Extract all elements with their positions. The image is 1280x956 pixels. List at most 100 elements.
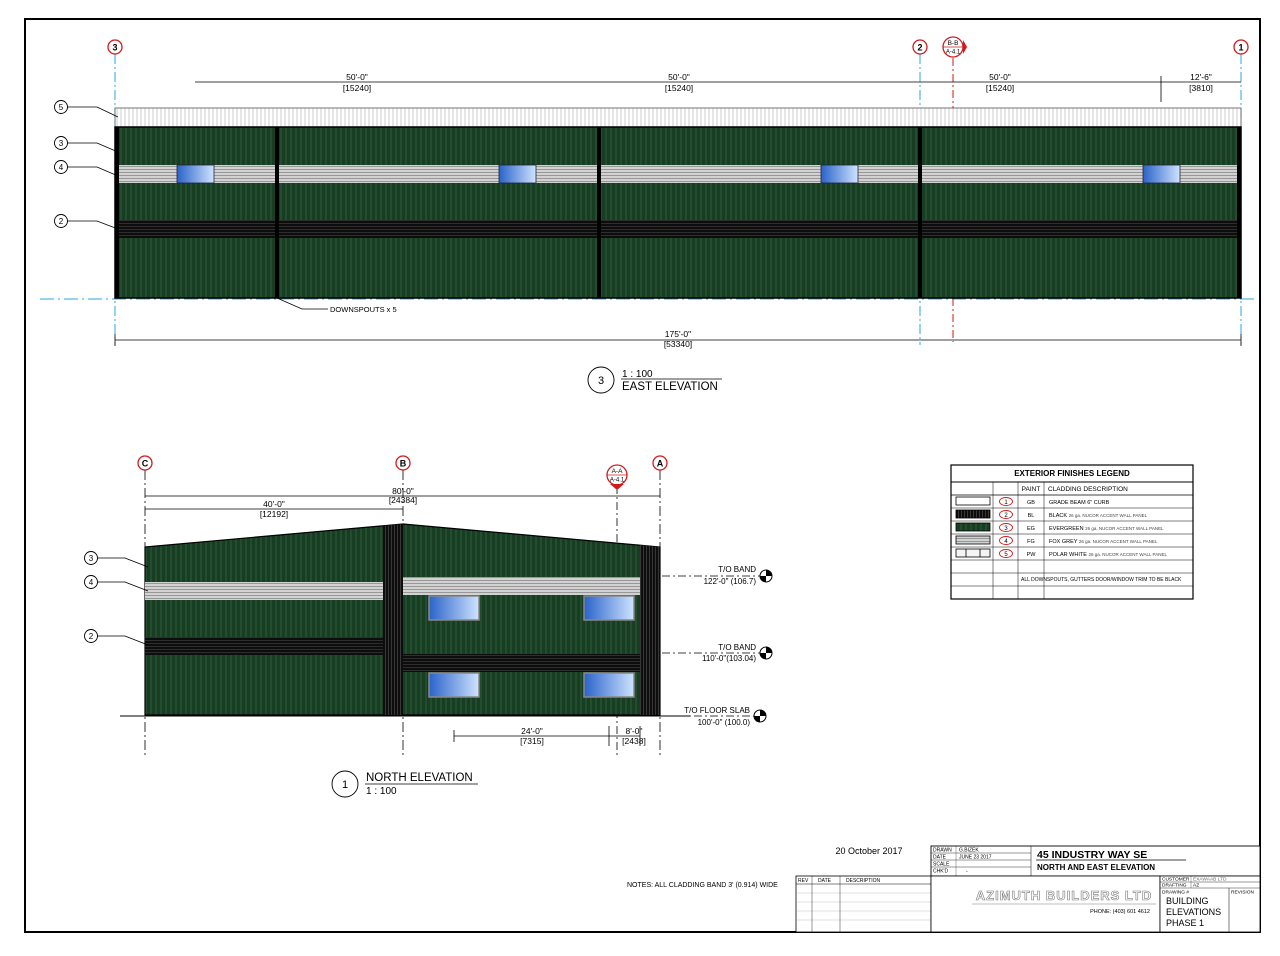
callout-label: 4 xyxy=(59,163,64,172)
overall-dim-ft: 175'-0" xyxy=(665,329,691,339)
legend-name: FOX GREY 26 ga. NUCOR ACCENT WALL PANEL xyxy=(1049,539,1158,545)
dim-ft: 40'-0" xyxy=(263,499,285,509)
date-label: DATE xyxy=(933,855,947,861)
section-mark-bottom: A-4.1 xyxy=(610,478,625,484)
dim-mm: [7315] xyxy=(520,736,544,746)
dim-mm: [15240] xyxy=(986,83,1014,93)
view-number-bubble xyxy=(331,770,359,798)
legend-name: GRADE BEAM 6" CURB xyxy=(1049,500,1110,506)
grid-bubble xyxy=(395,455,411,471)
level-name: T/O FLOOR SLAB xyxy=(684,706,750,715)
grid-bubble-label: C xyxy=(142,459,149,469)
rev-header: REV xyxy=(798,878,809,884)
grid-bubble xyxy=(107,39,123,55)
north-grey-band xyxy=(145,582,383,600)
sheet-subtitle: NORTH AND EAST ELEVATION xyxy=(1037,863,1155,872)
drawn-value: G.BIZEK xyxy=(959,848,979,854)
view-number-bubble xyxy=(587,366,615,394)
east-parapet-panel xyxy=(114,107,1242,128)
view-title: NORTH ELEVATION xyxy=(366,772,473,784)
date-value: JUNE 23 2017 xyxy=(959,855,992,861)
cladding-note: NOTES: ALL CLADDING BAND 3' (0.914) WIDE xyxy=(627,882,778,889)
customer-label: CUSTOMER xyxy=(1162,877,1190,883)
chkd-label: CHK'D xyxy=(933,869,949,875)
legend-name: BLACK 26 ga. NUCOR ACCENT WALL PANEL xyxy=(1049,513,1148,519)
legend-row-number xyxy=(999,549,1013,558)
downspout xyxy=(275,127,279,298)
dim-ft: 50'-0" xyxy=(668,72,690,82)
north-window xyxy=(583,672,635,698)
legend-row-number-label: 4 xyxy=(1004,539,1008,545)
section-arrow-icon xyxy=(610,484,624,490)
north-window xyxy=(583,595,635,621)
north-window xyxy=(428,672,480,698)
drawing-name-line: ELEVATIONS xyxy=(1166,907,1221,917)
east-grey-band xyxy=(115,165,1241,183)
company-logo: AZIMUTH BUILDERS LTD xyxy=(976,888,1152,903)
east-window xyxy=(498,164,537,184)
dim-ft: 8'-0" xyxy=(626,726,643,736)
legend-code: FG xyxy=(1027,539,1035,545)
downspout xyxy=(918,127,922,298)
dim-ft: 50'-0" xyxy=(989,72,1011,82)
grid-bubble-label: 2 xyxy=(917,43,922,53)
scale-label: SCALE xyxy=(933,862,950,868)
downspout xyxy=(597,127,601,298)
callout-label: 3 xyxy=(89,554,94,563)
legend-swatch xyxy=(955,522,991,532)
drafting-value: AZ xyxy=(1193,883,1199,889)
downspouts-label: DOWNSPOUTS x 5 xyxy=(330,305,397,314)
drawing-number-label: DRAWING # xyxy=(1162,890,1189,896)
dim-mm: [3810] xyxy=(1189,83,1213,93)
north-window xyxy=(428,595,480,621)
legend-row-number-label: 3 xyxy=(1004,526,1008,532)
legend-row-number xyxy=(999,523,1013,532)
grid-bubble xyxy=(652,455,668,471)
legend-row-number xyxy=(999,536,1013,545)
level-elev: 122'-0" (106.7) xyxy=(704,577,757,586)
overall-dim-mm: [53340] xyxy=(664,339,692,349)
legend-code: PW xyxy=(1027,552,1037,558)
rev-header: DATE xyxy=(818,878,832,884)
grid-bubble xyxy=(912,39,928,55)
drafting-label: DRAFTING xyxy=(1162,883,1187,889)
dim-mm: [15240] xyxy=(665,83,693,93)
sheet-border xyxy=(24,18,1261,933)
east-window xyxy=(176,164,215,184)
title-block: DRAWN G.BIZEK DATE JUNE 23 2017 SCALE CH… xyxy=(795,845,1261,933)
drawing-name-line: BUILDING xyxy=(1166,896,1209,906)
north-accent-column xyxy=(383,524,403,715)
east-window xyxy=(820,164,859,184)
legend-swatch xyxy=(955,535,991,545)
legend-code: BL xyxy=(1028,513,1035,519)
legend-row-number-label: 2 xyxy=(1004,513,1008,519)
legend-header-paint: PAINT xyxy=(1022,486,1041,493)
east-wall-panel xyxy=(114,126,1242,299)
dim-mm: [24384] xyxy=(389,495,417,505)
legend-row-number-label: 5 xyxy=(1004,552,1008,558)
grid-bubble-label: B xyxy=(400,459,407,469)
callout-label: 3 xyxy=(59,139,64,148)
view-number: 1 xyxy=(342,779,348,791)
grid-bubble xyxy=(1233,39,1249,55)
dim-ft: 80'-0" xyxy=(392,486,414,496)
dim-ft: 24'-0" xyxy=(521,726,543,736)
section-mark-bottom: A-4.1 xyxy=(946,50,961,56)
rev-header: DESCRIPTION xyxy=(846,878,881,884)
view-number: 3 xyxy=(598,375,604,387)
chkd-value: - xyxy=(966,869,968,875)
callout-label: 2 xyxy=(59,217,64,226)
north-black-band xyxy=(403,654,640,672)
view-title: EAST ELEVATION xyxy=(622,381,718,393)
legend-code: EG xyxy=(1027,526,1035,532)
grid-bubble-label: 1 xyxy=(1238,43,1243,53)
level-elev: 110'-0"(103.04) xyxy=(702,654,756,663)
issue-date: 20 October 2017 xyxy=(835,846,902,856)
grid-bubble-label: A xyxy=(657,459,664,469)
grid-bubble-label: 3 xyxy=(112,43,117,53)
legend-row-number-label: 1 xyxy=(1004,500,1008,506)
legend-title: EXTERIOR FINISHES LEGEND xyxy=(1014,469,1130,478)
drawing-name-line: PHASE 1 xyxy=(1166,918,1204,928)
dim-ft: 12'-6" xyxy=(1190,72,1212,82)
